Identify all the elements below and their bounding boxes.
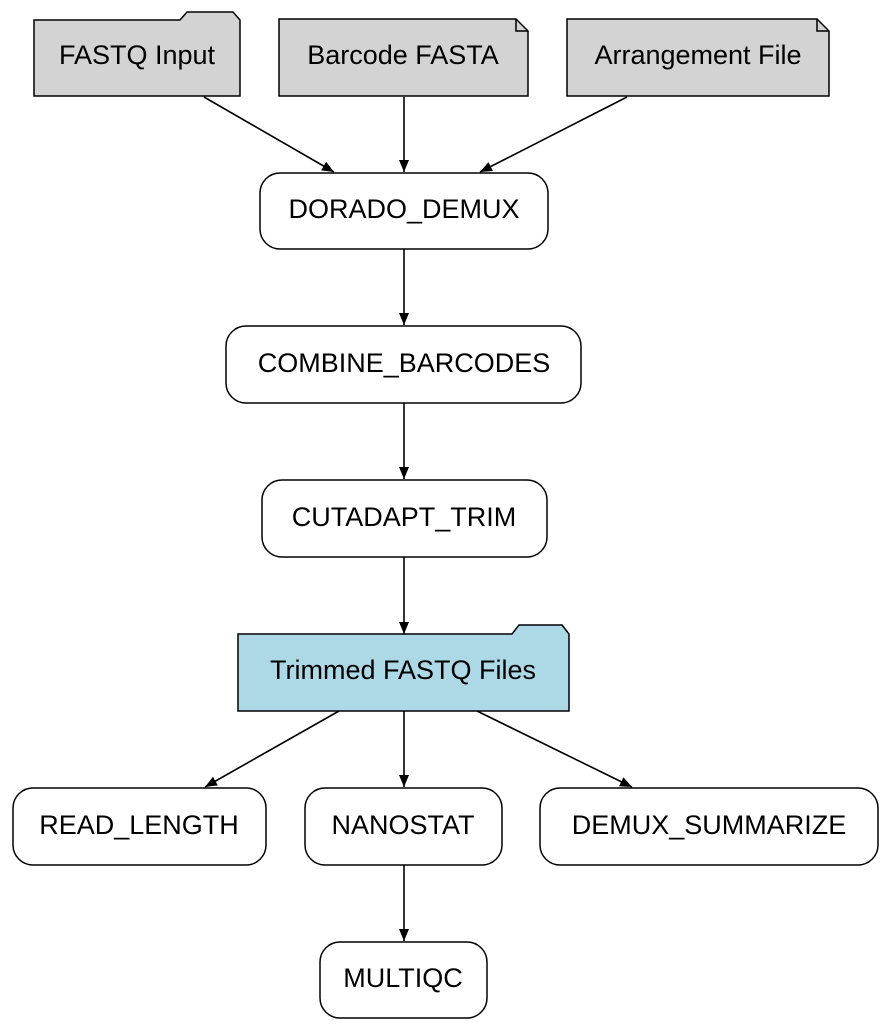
node-label: Trimmed FASTQ Files — [270, 655, 536, 685]
process-box — [261, 479, 548, 558]
node-label: FASTQ Input — [59, 40, 216, 70]
process-box — [12, 787, 267, 866]
folder-shape — [33, 11, 241, 97]
process-box — [319, 941, 488, 1019]
edge-trimmed-fastq-files-to-demux-summarize — [476, 710, 633, 788]
note-fold — [816, 19, 829, 32]
note-shape — [566, 18, 830, 97]
node-label: DORADO_DEMUX — [288, 194, 519, 224]
edge-arrangement-file-to-dorado-demux — [479, 96, 628, 173]
node-trimmed-fastq-files: Trimmed FASTQ Files — [237, 624, 570, 712]
node-read-length: READ_LENGTH — [12, 787, 267, 866]
note-fold — [515, 19, 528, 32]
node-cutadapt-trim: CUTADAPT_TRIM — [261, 479, 548, 558]
node-multiqc: MULTIQC — [319, 941, 488, 1019]
node-arrangement-file: Arrangement File — [566, 18, 830, 97]
edges — [203, 96, 633, 941]
edge-fastq-input-to-dorado-demux — [203, 96, 335, 173]
process-box — [225, 325, 582, 404]
node-label: READ_LENGTH — [39, 810, 239, 840]
process-box — [259, 172, 549, 250]
node-label: CUTADAPT_TRIM — [292, 502, 517, 532]
node-label: Barcode FASTA — [307, 40, 499, 70]
node-barcode-fasta: Barcode FASTA — [278, 18, 529, 97]
node-label: NANOSTAT — [331, 810, 474, 840]
node-label: MULTIQC — [343, 963, 463, 993]
process-box — [539, 787, 879, 866]
process-box — [304, 787, 503, 866]
node-combine-barcodes: COMBINE_BARCODES — [225, 325, 582, 404]
node-fastq-input: FASTQ Input — [33, 11, 241, 97]
node-dorado-demux: DORADO_DEMUX — [259, 172, 549, 250]
node-label: Arrangement File — [594, 40, 801, 70]
node-label: DEMUX_SUMMARIZE — [572, 810, 847, 840]
edge-trimmed-fastq-files-to-read-length — [204, 710, 340, 788]
node-demux-summarize: DEMUX_SUMMARIZE — [539, 787, 879, 866]
node-label: COMBINE_BARCODES — [258, 348, 551, 378]
node-nanostat: NANOSTAT — [304, 787, 503, 866]
folder-shape — [237, 624, 570, 712]
note-shape — [278, 18, 529, 97]
